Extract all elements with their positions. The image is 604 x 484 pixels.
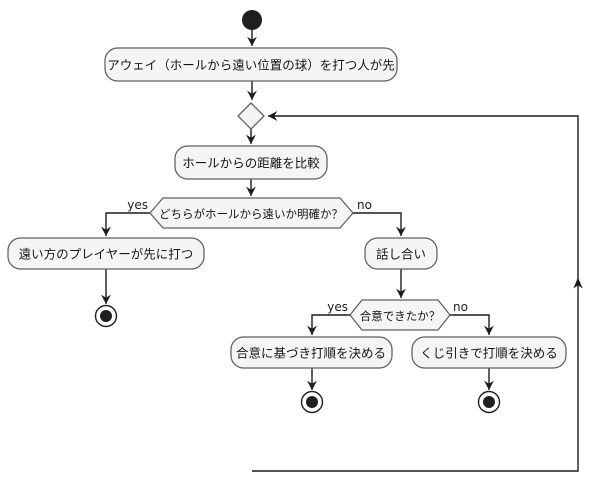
branch-label-no-1: no (357, 198, 372, 212)
activity-decide-by-agreement: 合意に基づき打順を決める (230, 336, 393, 369)
activity-compare-distance-label: ホールからの距離を比較 (182, 156, 320, 171)
edge-decision1-yes (101, 212, 150, 236)
activity-far-player-first: 遠い方のプレイヤーが先に打つ (7, 237, 205, 270)
activity-discussion: 話し合い (364, 237, 438, 270)
decision-agreed: 合意できたか？ (349, 299, 451, 331)
end-node-lottery (477, 390, 501, 414)
edge-decision2-no (450, 314, 494, 335)
activity-decide-by-agreement-label: 合意に基づき打順を決める (236, 346, 386, 361)
start-node (242, 10, 262, 30)
activity-away-first-label: アウェイ（ホールから遠い位置の球）を打つ人が先 (107, 58, 395, 73)
decision-which-farther: どちらがホールから遠いか明確か？ (149, 197, 354, 229)
branch-label-no-2: no (453, 300, 468, 314)
decision-which-farther-label: どちらがホールから遠いか明確か？ (159, 207, 343, 221)
edge-decision1-no (353, 212, 406, 236)
activity-decide-by-lottery-label: くじ引きで打順を決める (420, 346, 558, 361)
activity-away-first: アウェイ（ホールから遠い位置の球）を打つ人が先 (104, 47, 398, 82)
activity-discussion-label: 話し合い (376, 247, 426, 262)
branch-label-yes-1: yes (127, 198, 148, 212)
activity-far-player-first-label: 遠い方のプレイヤーが先に打つ (19, 247, 194, 262)
edge-decision2-yes (307, 314, 350, 335)
end-node-far-player (94, 304, 118, 328)
merge-diamond (237, 102, 265, 130)
branch-label-yes-2: yes (327, 300, 348, 314)
loop-back-edge (252, 111, 579, 472)
end-node-agreement (300, 390, 324, 414)
loop-back-mid-arrow-icon (573, 277, 583, 289)
activity-compare-distance: ホールからの距離を比較 (174, 145, 328, 180)
activity-decide-by-lottery: くじ引きで打順を決める (411, 336, 567, 369)
decision-agreed-label: 合意できたか？ (360, 309, 441, 323)
